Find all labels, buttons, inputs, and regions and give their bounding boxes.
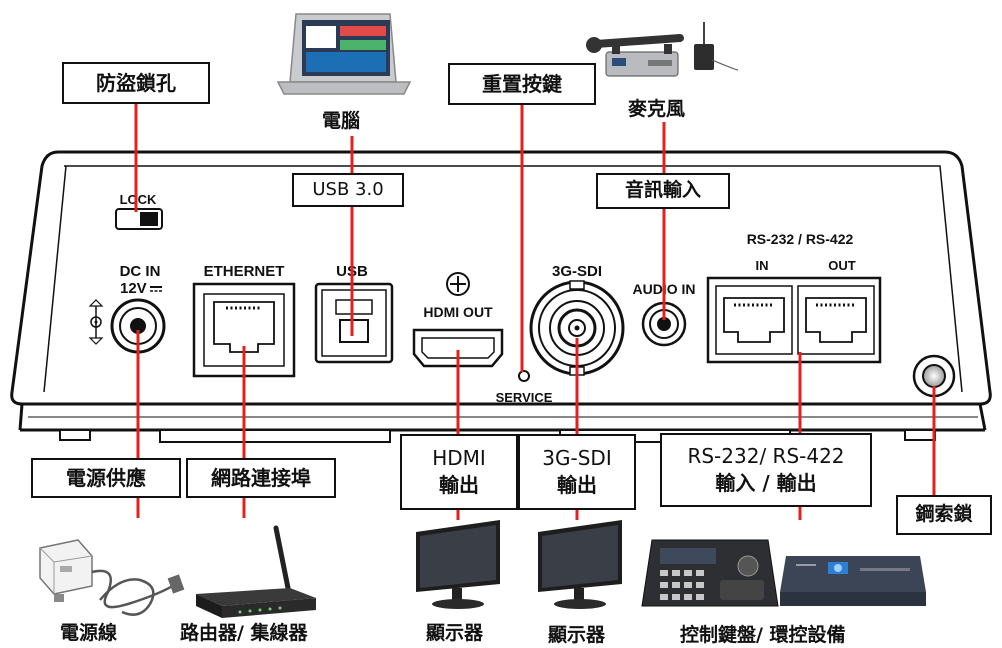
rs-io-text-1: RS-232/ RS-422 (687, 444, 845, 468)
reset-pinhole (518, 370, 530, 382)
microphone-icon (586, 22, 739, 77)
steel-lock-hole (912, 354, 956, 398)
rs-in-text: IN (756, 258, 769, 273)
monitor-caption-2: 顯示器 (548, 624, 606, 646)
lan-port-label: 網路連接埠 (186, 458, 336, 498)
dc-in-text: DC IN (120, 263, 161, 280)
control-keyboard-icon (641, 539, 779, 607)
rs-ports (706, 276, 882, 364)
reset-button-label: 重置按鍵 (448, 63, 596, 105)
router-hub-caption: 路由器/ 集線器 (180, 622, 308, 644)
hdmi-output-label: HDMI 輸出 (400, 434, 518, 510)
dc-volt-text: 12V (120, 280, 147, 297)
rs-out-text: OUT (828, 258, 856, 273)
hdmi-port (412, 328, 504, 368)
sdi-output-text-2: 輸出 (557, 473, 597, 497)
lock-text: LOCK (120, 192, 157, 207)
sdi-output-text-1: 3G-SDI (542, 446, 612, 470)
sdi-output-label: 3G-SDI 輸出 (518, 434, 636, 510)
audio-input-text: 音訊輸入 (624, 179, 701, 202)
callout-lines (134, 102, 936, 520)
controller-caption: 控制鍵盤/ 環控設備 (680, 624, 846, 646)
usb-port (314, 282, 394, 364)
rs-io-label: RS-232/ RS-422 輸入 / 輸出 (660, 433, 872, 507)
power-adapter-icon (39, 539, 185, 616)
lan-port-text: 網路連接埠 (211, 465, 311, 490)
usb30-label: USB 3.0 (292, 173, 404, 207)
monitor-caption-1: 顯示器 (426, 622, 484, 644)
steel-cable-lock-label: 鋼索鎖 (896, 495, 992, 535)
service-text: SERVICE (496, 390, 553, 405)
power-supply-label: 電源供應 (31, 458, 181, 498)
rs-title-text: RS-232 / RS-422 (747, 231, 854, 247)
sdi-bnc-port (529, 280, 625, 376)
power-cord-caption: 電源線 (60, 622, 118, 644)
computer-caption: 電腦 (322, 110, 361, 132)
microphone-caption: 麥克風 (628, 98, 686, 120)
router-icon (196, 525, 316, 618)
ethernet-port (192, 282, 296, 378)
dc-in-jack (110, 298, 166, 354)
sdi-text: 3G-SDI (552, 263, 602, 280)
power-supply-text: 電源供應 (66, 465, 146, 490)
rs-io-text-2: 輸入 / 輸出 (715, 471, 817, 495)
polarity-icon (88, 299, 104, 345)
hdmi-output-text-1: HDMI (432, 446, 486, 470)
usb30-text: USB 3.0 (312, 178, 384, 200)
monitor-icon-2 (538, 520, 622, 609)
hdmi-logo-icon (446, 272, 470, 296)
steel-cable-lock-text: 鋼索鎖 (915, 503, 973, 526)
monitor-icon-1 (416, 520, 500, 609)
audio-input-label: 音訊輸入 (596, 173, 730, 209)
anti-theft-lock-text: 防盜鎖孔 (96, 70, 176, 95)
reset-button-text: 重置按鍵 (482, 71, 562, 96)
laptop-icon (276, 13, 412, 95)
anti-theft-lock-label: 防盜鎖孔 (62, 62, 210, 104)
hdmi-out-text: HDMI OUT (423, 304, 493, 320)
hdmi-output-text-2: 輸出 (439, 473, 479, 497)
ethernet-text: ETHERNET (204, 263, 285, 280)
lock-switch (115, 208, 163, 230)
control-device-icon (780, 556, 926, 606)
